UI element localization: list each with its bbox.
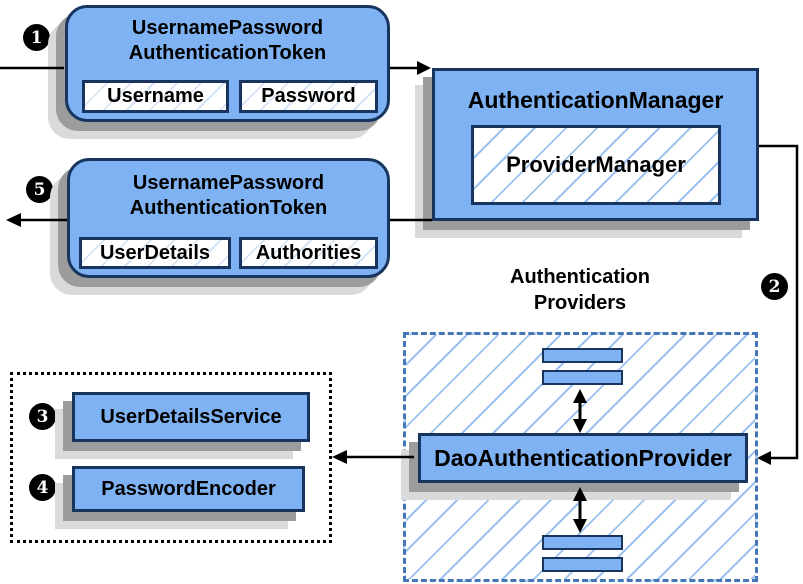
step-5-marker: 5	[26, 176, 53, 203]
step5-arrowhead	[6, 213, 21, 227]
services-container	[10, 372, 332, 543]
token-result-title: UsernamePassword AuthenticationToken	[129, 172, 328, 219]
other-provider-bar-bottom-1	[542, 535, 623, 550]
step2-routing-line	[759, 144, 799, 460]
dao-authentication-provider-box: DaoAuthenticationProvider	[418, 433, 748, 483]
other-provider-bar-bottom-2	[542, 557, 623, 572]
step-1-marker: 1	[23, 24, 50, 51]
authorities-field-box: Authorities	[239, 237, 378, 269]
provider-manager-box: ProviderManager	[471, 125, 721, 205]
token-to-manager-arrowhead	[417, 61, 431, 75]
step-2-marker: 2	[761, 273, 788, 300]
username-password-token-request-box: UsernamePassword AuthenticationToken Use…	[65, 5, 390, 122]
password-encoder-box: PasswordEncoder	[72, 466, 305, 512]
step-4-marker: 4	[29, 474, 56, 501]
username-password-token-result-box: UsernamePassword AuthenticationToken Use…	[67, 158, 390, 278]
user-details-field-box: UserDetails	[79, 237, 231, 269]
authentication-manager-box: AuthenticationManager ProviderManager	[432, 68, 759, 221]
other-provider-bar-top-2	[542, 370, 623, 385]
step-3-marker: 3	[29, 403, 56, 430]
authentication-providers-label: Authentication Providers	[510, 266, 650, 314]
authentication-manager-title: AuthenticationManager	[467, 87, 724, 113]
username-field-box: Username	[82, 80, 229, 113]
user-details-service-box: UserDetailsService	[72, 392, 310, 442]
token-request-title: UsernamePassword AuthenticationToken	[128, 17, 327, 64]
dao-to-services-arrowhead	[332, 450, 347, 464]
password-field-box: Password	[239, 80, 378, 113]
other-provider-bar-top-1	[542, 348, 623, 363]
step2-arrowhead	[757, 451, 771, 465]
